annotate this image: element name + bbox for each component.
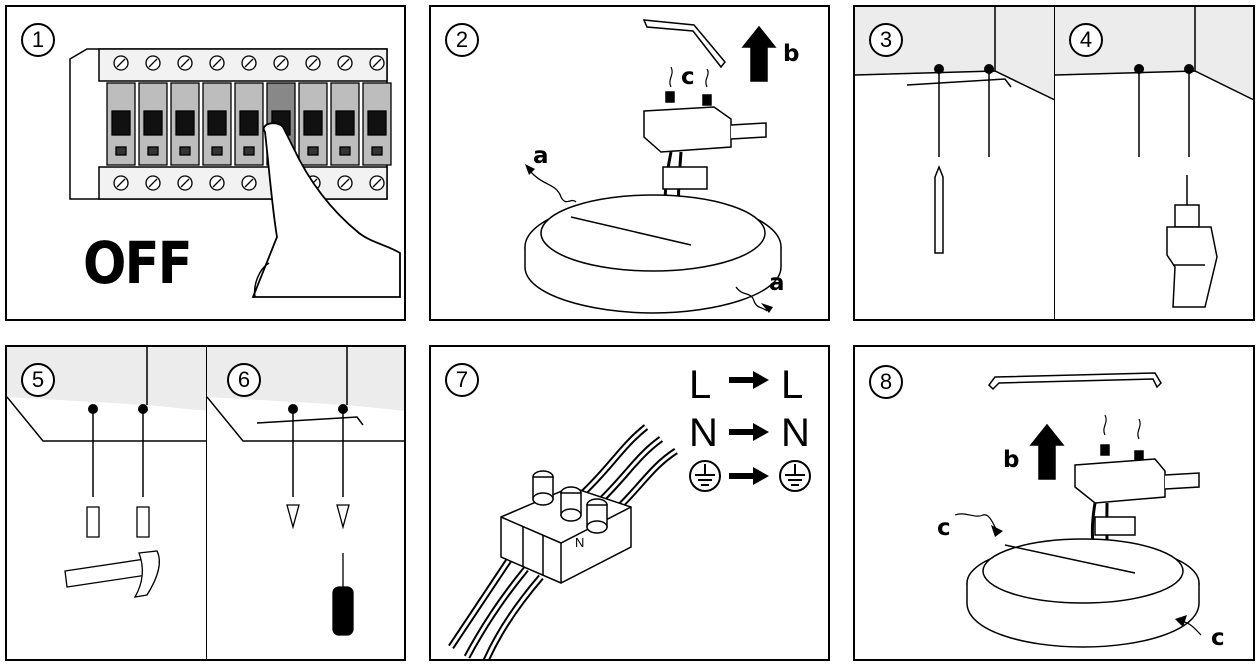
- step-number-7: 7: [445, 363, 479, 397]
- panel-step-1: 1 OFF: [5, 5, 406, 321]
- wire-n-from: N: [689, 411, 718, 455]
- marking-drill-holes-illustration: [855, 7, 1054, 254]
- off-label: OFF: [83, 229, 193, 297]
- wire-l-from: L: [689, 363, 712, 407]
- panel-step-7: 7: [429, 345, 830, 661]
- step-number-4: 4: [1069, 23, 1103, 57]
- earth-symbol-icon: [689, 460, 721, 492]
- breaker-box-illustration: [69, 48, 401, 298]
- label-c-left: c: [937, 515, 951, 541]
- panel-step-8: 8 b c c: [853, 345, 1255, 661]
- inserting-wall-plugs-illustration: [7, 347, 206, 598]
- screwing-bracket-illustration: [207, 347, 404, 636]
- label-b: b: [783, 41, 800, 67]
- step-number-3: 3: [869, 23, 903, 57]
- step-number-1: 1: [21, 23, 55, 57]
- panel-step-4: 4: [1054, 5, 1255, 321]
- panel-step-5: 5: [5, 345, 207, 661]
- panel-step-6: 6: [206, 345, 406, 661]
- label-b: b: [1003, 447, 1020, 473]
- label-a-right: a: [769, 270, 785, 296]
- label-c-right: c: [1211, 625, 1225, 651]
- label-a-left: a: [533, 143, 549, 169]
- terminal-n-label: N: [575, 535, 585, 550]
- fixture-removal-illustration: [524, 19, 782, 314]
- panel-step-3: 3: [853, 5, 1055, 321]
- earth-symbol-icon: [779, 460, 811, 492]
- wire-l-to: L: [781, 363, 804, 407]
- wire-n-to: N: [781, 411, 810, 455]
- step-number-8: 8: [869, 365, 903, 399]
- panel-step-2: 2: [429, 5, 830, 321]
- label-c: c: [681, 64, 695, 90]
- step-number-6: 6: [227, 363, 261, 397]
- wiring-connection-illustration: [448, 371, 811, 659]
- fixture-installation-illustration: [954, 372, 1202, 648]
- drilling-holes-illustration: [1055, 7, 1253, 308]
- step-number-2: 2: [445, 23, 479, 57]
- step-number-5: 5: [21, 363, 55, 397]
